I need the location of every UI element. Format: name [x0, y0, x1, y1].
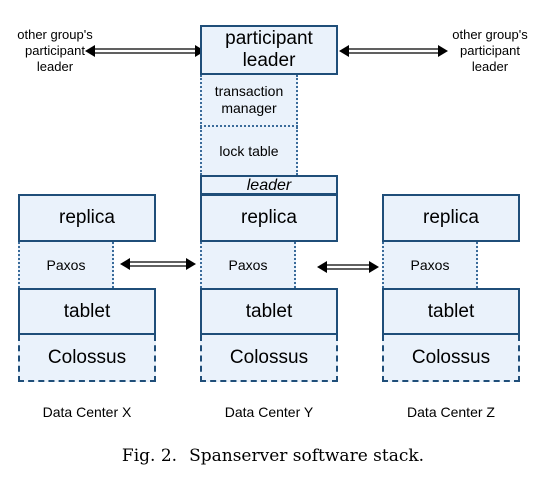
participant-leader-box: participant leader	[200, 25, 338, 75]
colossus-box-x: Colossus	[18, 335, 156, 382]
data-center-y-label: Data Center Y	[224, 404, 314, 420]
tablet-box-z: tablet	[382, 288, 520, 335]
figure-title: Spanserver software stack.	[189, 446, 425, 466]
right-leader-arrow	[339, 45, 448, 57]
right-other-leader-label: other group's participant leader	[452, 27, 528, 74]
tablet-box-y: tablet	[200, 288, 338, 335]
replica-box-z: replica	[382, 194, 520, 242]
tablet-box-x: tablet	[18, 288, 156, 335]
lock-table-box: lock table	[200, 127, 298, 175]
data-center-z-label: Data Center Z	[407, 404, 495, 420]
paxos-box-x: Paxos	[18, 242, 114, 288]
colossus-box-y: Colossus	[200, 335, 338, 382]
paxos-box-y: Paxos	[200, 242, 296, 288]
transaction-manager-box: transaction manager	[200, 75, 298, 127]
colossus-box-z: Colossus	[382, 335, 520, 382]
left-other-leader-label: other group's participant leader	[17, 27, 93, 74]
figure-caption: Fig. 2. Spanserver software stack.	[0, 446, 546, 466]
figure-number: Fig. 2.	[121, 446, 178, 466]
paxos-yz-arrow	[317, 261, 379, 273]
leader-box: leader	[200, 175, 338, 195]
data-center-x-label: Data Center X	[42, 404, 132, 420]
replica-box-y: replica	[200, 194, 338, 242]
paxos-xy-arrow	[120, 258, 196, 270]
left-leader-arrow	[85, 45, 205, 57]
replica-box-x: replica	[18, 194, 156, 242]
paxos-box-z: Paxos	[382, 242, 478, 288]
